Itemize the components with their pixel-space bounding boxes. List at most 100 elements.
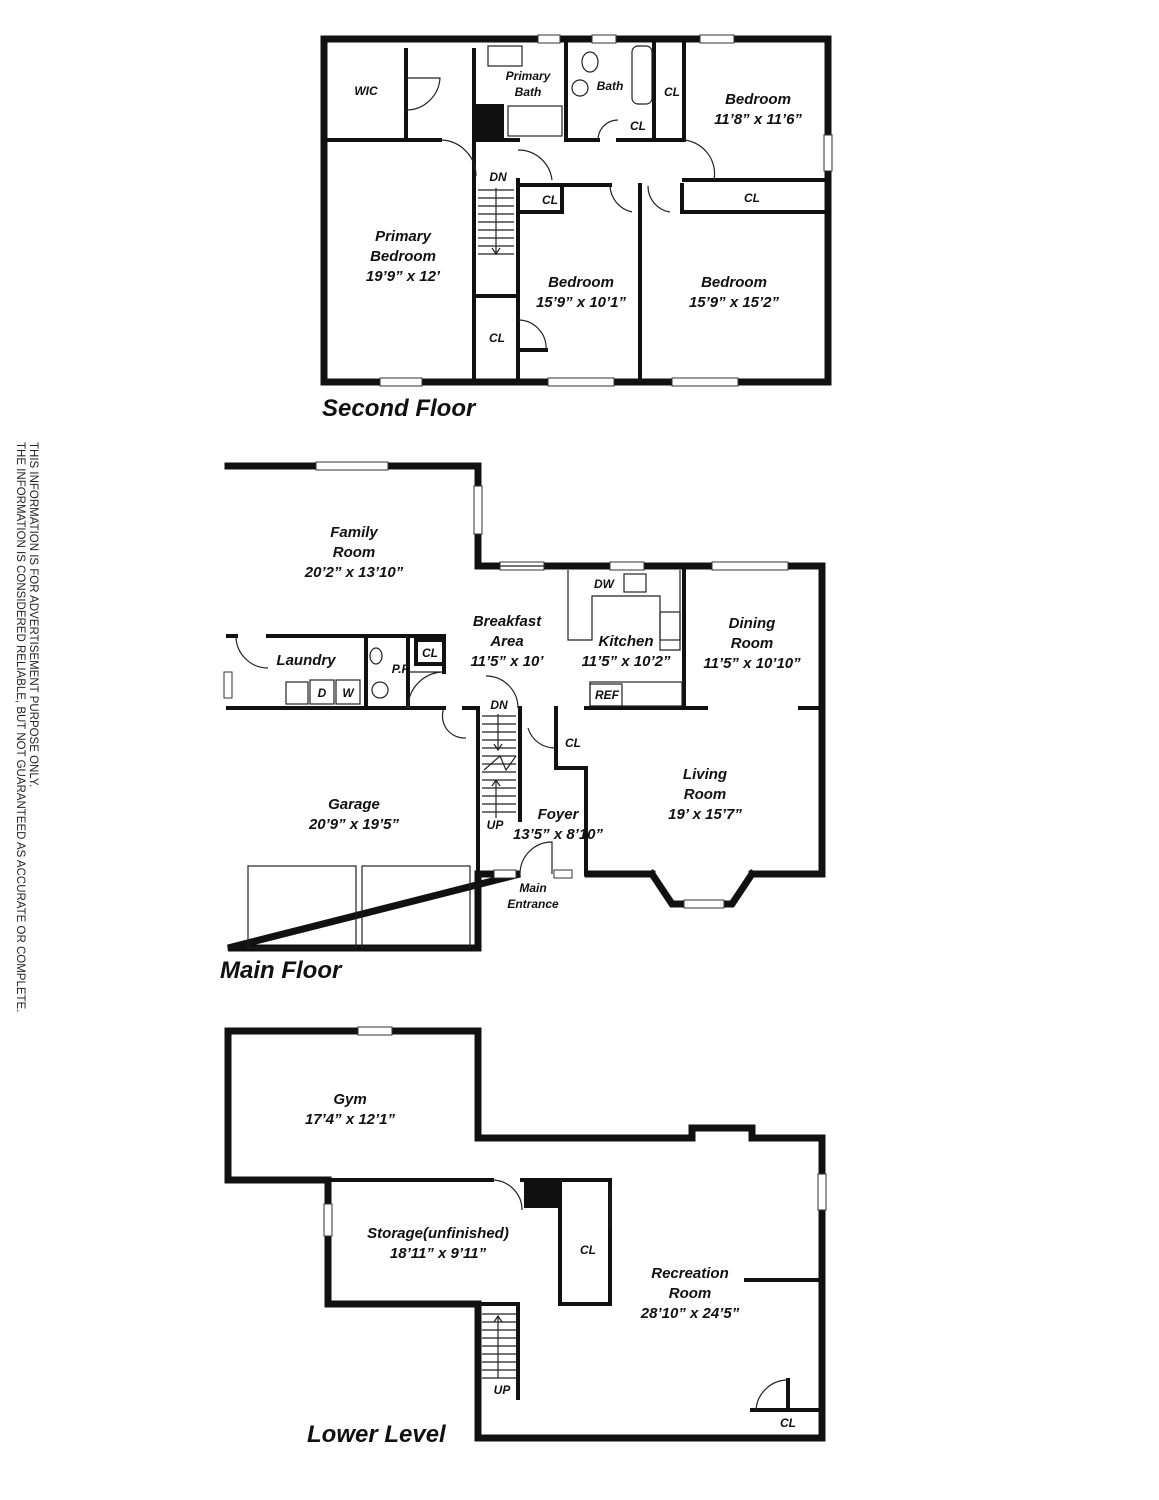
label-foyer: Foyer	[538, 806, 580, 823]
door[interactable]	[517, 149, 553, 181]
label-dining-1: Dining	[729, 615, 776, 632]
label-washer: W	[342, 686, 355, 700]
label-primary-bath-2: Bath	[515, 85, 542, 99]
label-bed1-dim: 11’8” x 11’6”	[714, 111, 802, 128]
label-cl-pr: CL	[422, 646, 438, 660]
sink	[371, 681, 389, 699]
label-breakfast-2: Area	[489, 633, 523, 650]
lower-level: Gym 17’4” x 12’1” Storage(unfinished) 18…	[224, 1026, 827, 1448]
wall-cl-rec	[750, 1378, 824, 1412]
wall-cl-hall	[516, 183, 564, 214]
door[interactable]	[485, 675, 519, 709]
main-door[interactable]	[519, 841, 553, 875]
window	[591, 34, 617, 44]
door[interactable]	[491, 1179, 523, 1211]
label-dining-2: Room	[731, 635, 774, 652]
label-family-2: Room	[333, 544, 376, 561]
label-bed2-name: Bedroom	[548, 274, 614, 291]
label-storage-dim: 18’11” x 9’11”	[390, 1245, 487, 1262]
door[interactable]	[235, 635, 269, 669]
wall	[404, 48, 476, 142]
wall-cl-stair	[472, 294, 548, 352]
door[interactable]	[441, 707, 467, 739]
label-breakfast-dim: 11’5” x 10’	[470, 653, 544, 670]
label-family-1: Family	[330, 524, 378, 541]
window	[223, 671, 233, 699]
label-up: UP	[494, 1383, 512, 1397]
label-cl-foyer: CL	[565, 736, 581, 750]
door[interactable]	[647, 185, 671, 213]
label-bed3-name: Bedroom	[701, 274, 767, 291]
wall-storage	[326, 1178, 612, 1306]
label-foyer-dim: 13’5” x 8’10”	[513, 826, 604, 843]
window	[537, 34, 561, 44]
window	[473, 485, 483, 535]
main-floor-outer-wall	[224, 462, 826, 952]
window	[547, 377, 615, 387]
floor-title-second: Second Floor	[322, 395, 477, 422]
stairs	[482, 1313, 516, 1379]
door[interactable]	[755, 1379, 789, 1411]
label-bath: Bath	[597, 79, 624, 93]
kitchen-counter	[567, 570, 681, 651]
label-dw: DW	[594, 577, 616, 591]
toilet	[581, 51, 599, 73]
label-garage-dim: 20’9” x 19’5”	[308, 816, 400, 833]
label-primary-1: Primary	[375, 228, 432, 245]
label-cl-bath: CL	[630, 119, 646, 133]
label-wic: WIC	[354, 84, 378, 98]
floor-title-lower: Lower Level	[307, 1421, 447, 1448]
label-living-1: Living	[683, 766, 727, 783]
stairs	[482, 714, 517, 818]
window	[683, 899, 725, 909]
washer	[335, 679, 361, 705]
window	[315, 461, 389, 471]
label-bed1-name: Bedroom	[725, 91, 791, 108]
label-garage: Garage	[328, 796, 380, 813]
door[interactable]	[407, 671, 445, 709]
label-rec-2: Room	[669, 1285, 712, 1302]
sink	[487, 45, 523, 67]
door[interactable]	[439, 139, 477, 177]
wall-bed1	[682, 37, 830, 182]
disclaimer: THIS INFORMATION IS FOR ADVERTISEMENT PU…	[14, 442, 39, 1012]
label-bed3-dim: 15’9” x 15’2”	[689, 294, 780, 311]
label-cl-bed3: CL	[744, 191, 760, 205]
kitchen-sink	[623, 573, 647, 593]
door[interactable]	[597, 119, 619, 141]
window	[671, 377, 739, 387]
dryer	[309, 679, 335, 705]
disclaimer-line-2: THE INFORMATION IS CONSIDERED RELIABLE, …	[14, 442, 26, 1012]
wall-cl-bed3	[680, 183, 830, 214]
door[interactable]	[527, 727, 557, 749]
label-living-2: Room	[684, 786, 727, 803]
window	[323, 1203, 333, 1237]
window	[357, 1026, 393, 1036]
chimney	[524, 1180, 558, 1208]
door[interactable]	[683, 139, 716, 181]
label-dn: DN	[489, 170, 507, 184]
shower	[507, 105, 563, 137]
label-dn: DN	[490, 698, 508, 712]
wall-cl-storage	[558, 1178, 612, 1306]
bathtub	[631, 45, 653, 105]
garage-door	[361, 865, 471, 949]
label-ref: REF	[595, 688, 620, 702]
laundry-sink	[285, 681, 309, 705]
door[interactable]	[517, 319, 547, 351]
door[interactable]	[609, 184, 633, 213]
wall-stair	[476, 1302, 520, 1400]
label-breakfast-1: Breakfast	[473, 613, 542, 630]
label-rec-1: Recreation	[651, 1265, 729, 1282]
door[interactable]	[405, 77, 441, 111]
label-storage: Storage(unfinished)	[367, 1225, 509, 1242]
label-cl-hall: CL	[542, 193, 558, 207]
label-living-dim: 19’ x 15’7”	[668, 806, 742, 823]
label-cl-stair: CL	[489, 331, 505, 345]
label-dryer: D	[318, 686, 327, 700]
label-main-entrance-2: Entrance	[507, 897, 559, 911]
window	[711, 561, 789, 571]
toilet	[369, 647, 383, 665]
main-floor: Family Room 20’2” x 13’10” DW Breakfast …	[220, 461, 826, 984]
